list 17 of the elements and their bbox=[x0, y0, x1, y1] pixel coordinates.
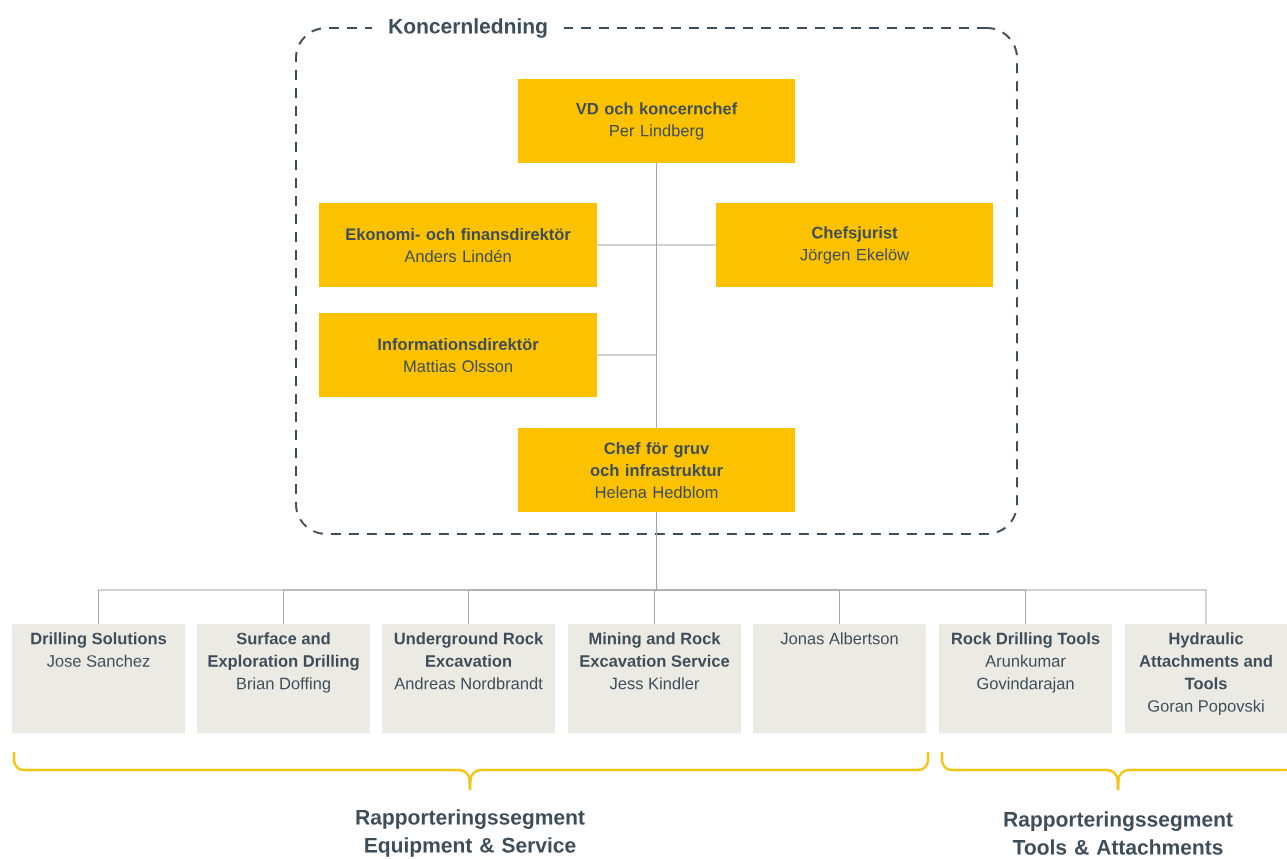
division-box: Drilling Solutions Jose Sanchez bbox=[12, 624, 185, 734]
role-box: Ekonomi- och finansdirektör Anders Lindén bbox=[319, 203, 597, 287]
role-box: Chef för gruv och infrastruktur Helena Hedblom bbox=[518, 428, 795, 512]
division-box: Hydraulic Attachments and Tools Goran Popovski bbox=[1125, 624, 1287, 734]
segment-label: Rapporteringssegment Equipment & Service bbox=[356, 809, 585, 857]
role-box: Informationsdirektör Mattias Olsson bbox=[319, 313, 597, 397]
group-heading: Koncernledning bbox=[372, 14, 564, 42]
division-box: Rock Drilling Tools Arunkumar Govindarajan bbox=[939, 624, 1112, 734]
connector-line bbox=[656, 162, 657, 429]
division-box: Underground Rock Excavation Andreas Nordbrandt bbox=[382, 624, 555, 734]
division-box: Jonas Albertson bbox=[753, 624, 926, 734]
division-box: Surface and Exploration Drilling Brian Doffing bbox=[197, 624, 370, 734]
connector-line bbox=[656, 511, 1207, 625]
role-box: Chefsjurist Jörgen Ekelöw bbox=[716, 203, 993, 287]
division-box: Mining and Rock Excavation Service Jess Kindler bbox=[568, 624, 741, 734]
role-box: VD och koncernchef Per Lindberg bbox=[518, 79, 795, 163]
segment-label: Rapporteringssegment Tools & Attachments bbox=[1004, 811, 1233, 855]
